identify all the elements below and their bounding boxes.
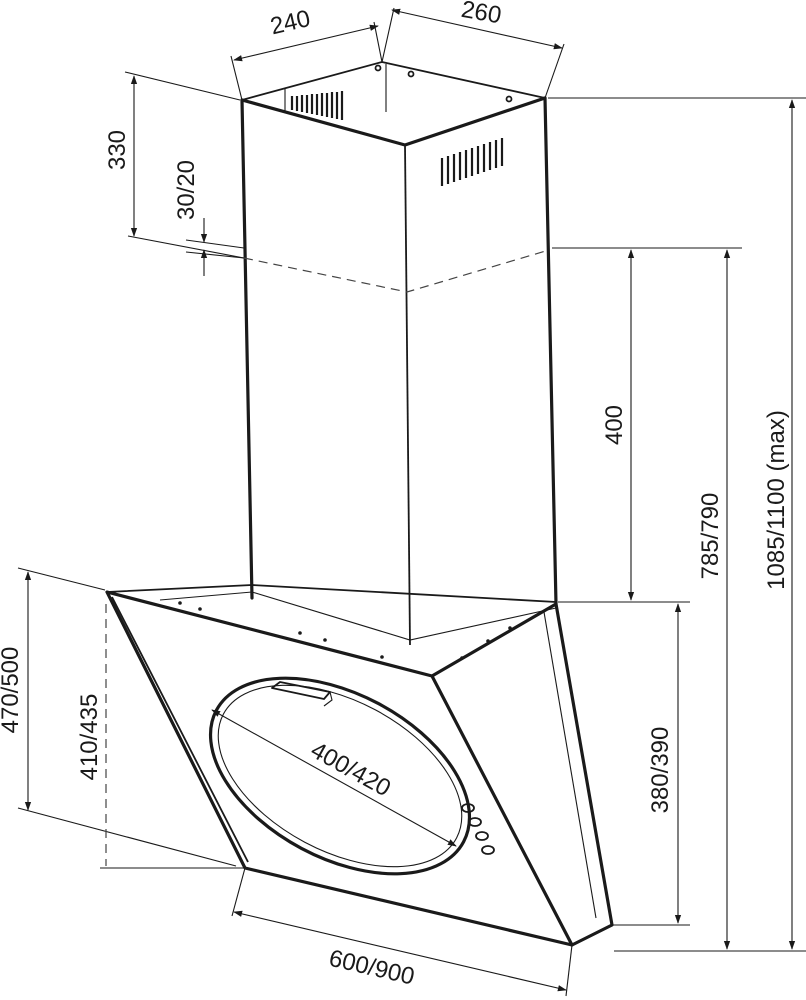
dim-1085-1100: 1085/1100 (max) (548, 97, 806, 952)
svg-text:330: 330 (104, 130, 131, 170)
svg-text:410/435: 410/435 (76, 694, 103, 781)
dim-410-435: 410/435 (76, 604, 245, 869)
dim-380-390: 380/390 (558, 601, 690, 926)
dim-470-500: 470/500 (0, 567, 237, 867)
svg-text:260: 260 (459, 0, 503, 29)
svg-text:400: 400 (601, 405, 628, 445)
dim-400: 400 (552, 247, 645, 603)
svg-text:30/20: 30/20 (173, 160, 200, 220)
svg-text:240: 240 (268, 5, 313, 40)
dim-785-790: 785/790 (614, 247, 742, 952)
duct-vent-left (290, 91, 344, 120)
dim-330: 330 (104, 71, 245, 259)
dim-30-20: 30/20 (173, 160, 245, 276)
hood-rivets (178, 601, 512, 660)
svg-text:785/790: 785/790 (697, 493, 724, 580)
svg-text:470/500: 470/500 (0, 647, 24, 734)
control-buttons (461, 803, 495, 855)
chimney-duct (240, 61, 558, 646)
svg-text:380/390: 380/390 (647, 727, 674, 814)
dim-260: 260 (381, 0, 565, 99)
duct-vent-right (440, 138, 504, 186)
svg-text:1085/1100 (max): 1085/1100 (max) (763, 410, 790, 590)
dim-240: 240 (230, 5, 383, 101)
